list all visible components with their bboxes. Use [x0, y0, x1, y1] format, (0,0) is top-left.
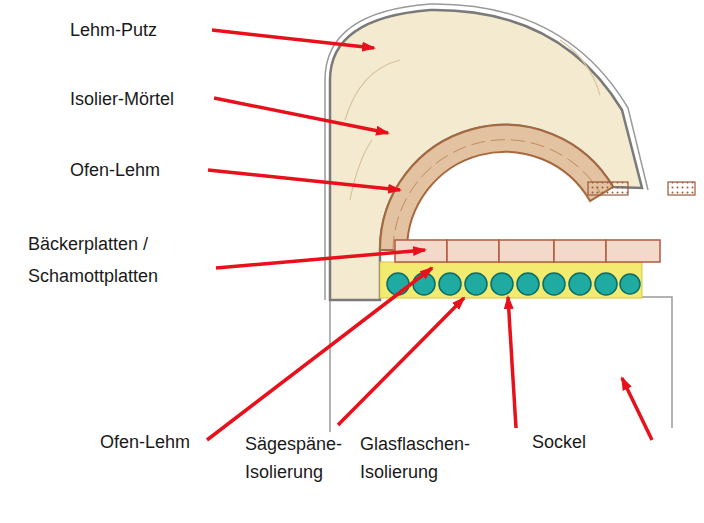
oven-clay-dome	[380, 125, 613, 250]
part-label: Ofen-Lehm	[70, 158, 206, 182]
part-label: Lehm-Putz	[70, 18, 210, 42]
mortar-texture	[345, 40, 600, 200]
part-label: Isolier-Mörtel	[70, 87, 212, 111]
baking-plates	[395, 240, 660, 262]
part-label: Bäckerplatten / Schamottplatten	[28, 228, 214, 292]
leader-arrows	[207, 30, 652, 440]
sawdust-layer	[380, 262, 642, 298]
clay-texture	[393, 140, 601, 250]
part-label: Sägespäne- Isolierung	[245, 430, 357, 486]
glass-bottles	[387, 273, 640, 295]
part-label: Ofen-Lehm	[100, 430, 204, 454]
door-brick	[668, 182, 695, 195]
door-brick	[588, 182, 628, 195]
part-label: Sockel	[532, 430, 612, 454]
part-label: Glasflaschen- Isolierung	[360, 430, 500, 486]
base-outline	[330, 297, 672, 432]
insulation-mortar	[330, 10, 642, 300]
